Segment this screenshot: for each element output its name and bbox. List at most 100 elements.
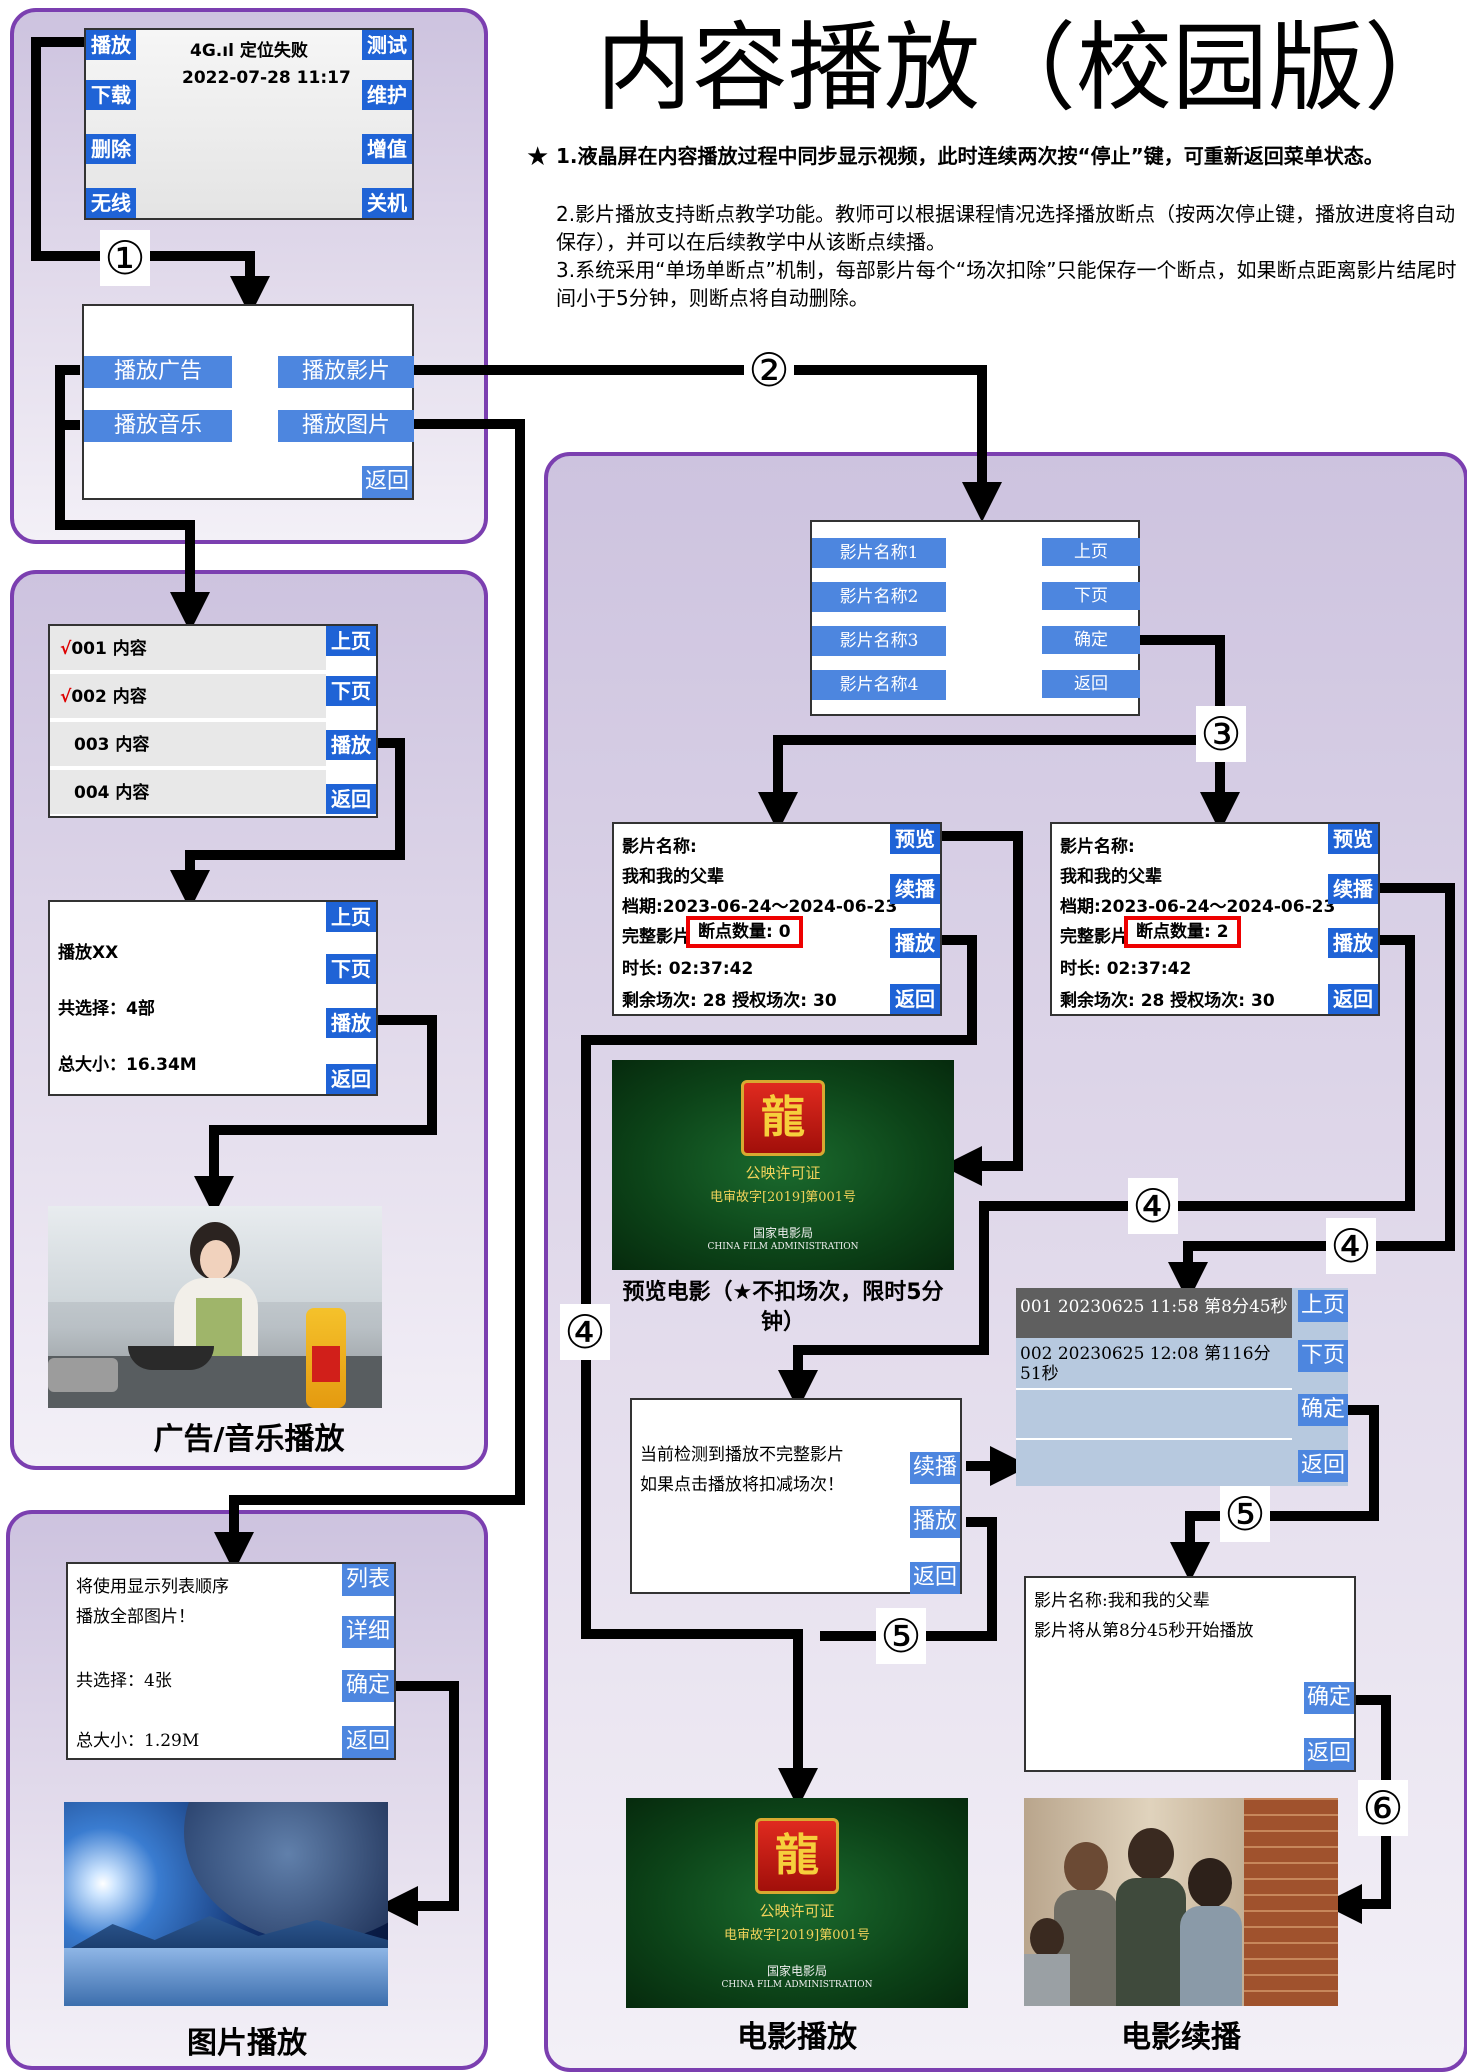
preview-button[interactable]: 预览: [890, 824, 940, 854]
list-item[interactable]: [1016, 1440, 1292, 1486]
arrow-summary-to-ad: [194, 1015, 437, 1216]
step-5b-icon: ⑤: [876, 1608, 926, 1664]
film-detail-left: 影片名称: 我和我的父辈 档期:2023-06-24～2024-06-23 完整…: [612, 822, 942, 1016]
warning-line-2: 如果点击播放将扣减场次！: [640, 1475, 844, 1495]
film-schedule: 档期:2023-06-24～2024-06-23: [1060, 897, 1336, 917]
page-up-button[interactable]: 上页: [1298, 1290, 1348, 1322]
preview-caption: 预览电影（★不扣场次，限时5分钟）: [622, 1280, 944, 1335]
step-4a-icon: ④: [1128, 1178, 1178, 1234]
confirm-button[interactable]: 确定: [1304, 1682, 1354, 1714]
play-type-screen: 播放广告 播放影片 播放音乐 播放图片 返回: [82, 304, 414, 500]
back-button[interactable]: 返回: [1298, 1450, 1348, 1482]
resume-button[interactable]: 续播: [890, 874, 940, 904]
page-up-button[interactable]: 上页: [326, 902, 376, 932]
page-down-button[interactable]: 下页: [326, 954, 376, 984]
arrow-list-to-summary: [170, 738, 405, 910]
play-button[interactable]: 播放: [910, 1506, 960, 1538]
back-button[interactable]: 返回: [910, 1562, 960, 1594]
film-complete: 完整影片: [622, 927, 690, 947]
arrow-right-play: [778, 935, 1415, 1410]
film-sessions: 剩余场次: 28 授权场次: 30: [622, 991, 837, 1011]
play-button[interactable]: 播放: [326, 1008, 376, 1038]
dragon-logo-icon: 龍: [755, 1818, 839, 1894]
film-duration: 时长: 02:37:42: [622, 959, 754, 979]
ad-caption: 广告/音乐播放: [153, 1422, 345, 1457]
film-list-screen: 影片名称1 影片名称2 影片名称3 影片名称4 上页 下页 确定 返回: [810, 520, 1140, 716]
pic-size: 总大小：1.29M: [76, 1731, 200, 1751]
maintain-button[interactable]: 维护: [362, 80, 412, 110]
film-item-3[interactable]: 影片名称3: [812, 626, 946, 656]
play-picture-button[interactable]: 播放图片: [278, 410, 414, 442]
pic-line-1: 将使用显示列表顺序: [76, 1577, 229, 1597]
list-item[interactable]: [1016, 1392, 1292, 1440]
power-off-button[interactable]: 关机: [362, 188, 412, 218]
back-button[interactable]: 返回: [1304, 1738, 1354, 1770]
arrow-to-pic: [214, 419, 525, 1572]
breakpoint-count: 断点数量: 2: [1124, 916, 1241, 948]
play-music-button[interactable]: 播放音乐: [84, 410, 232, 442]
content-list-screen: √001 内容 √002 内容 003 内容 004 内容 上页 下页 播放 返…: [48, 624, 378, 818]
list-item[interactable]: 002 20230625 12:08 第116分51秒: [1016, 1340, 1292, 1390]
confirm-button[interactable]: 确定: [1298, 1394, 1348, 1426]
poster-line-4: CHINA FILM ADMINISTRATION: [707, 1242, 859, 1252]
film-schedule: 档期:2023-06-24～2024-06-23: [622, 897, 898, 917]
play-film-button[interactable]: 播放影片: [278, 356, 414, 388]
delete-button[interactable]: 删除: [86, 134, 136, 164]
play-button[interactable]: 播放: [1328, 928, 1378, 958]
resume-button[interactable]: 续播: [910, 1452, 960, 1484]
value-add-button[interactable]: 增值: [362, 134, 412, 164]
list-item[interactable]: √002 内容: [50, 674, 326, 720]
resume-button[interactable]: 续播: [1328, 874, 1378, 904]
play-button[interactable]: 播放: [326, 730, 376, 760]
film-item-2[interactable]: 影片名称2: [812, 582, 946, 612]
film-name: 我和我的父辈: [622, 867, 724, 887]
breakpoint-list-screen: 001 20230625 11:58 第8分45秒 002 20230625 1…: [1016, 1288, 1348, 1486]
list-item[interactable]: 004 内容: [50, 770, 326, 816]
page-up-button[interactable]: 上页: [326, 626, 376, 656]
page-down-button[interactable]: 下页: [1042, 582, 1140, 610]
poster-line-3: 国家电影局: [752, 1226, 813, 1240]
wireless-button[interactable]: 无线: [86, 188, 136, 218]
back-button[interactable]: 返回: [362, 466, 412, 498]
back-button[interactable]: 返回: [1328, 984, 1378, 1014]
night-sky-image: [64, 1802, 388, 2006]
film-item-4[interactable]: 影片名称4: [812, 670, 946, 700]
step-4b-icon: ④: [1326, 1218, 1376, 1274]
list-item[interactable]: 001 20230625 11:58 第8分45秒: [1016, 1288, 1292, 1338]
page-down-button[interactable]: 下页: [326, 676, 376, 706]
resume-screen: 影片名称:我和我的父辈 影片将从第8分45秒开始播放 确定 返回: [1024, 1576, 1356, 1772]
resume-film-name: 影片名称:我和我的父辈: [1034, 1591, 1210, 1611]
film-name-label: 影片名称:: [622, 837, 697, 857]
poster-line-1: 公映许可证: [745, 1164, 821, 1182]
back-button[interactable]: 返回: [342, 1726, 394, 1758]
back-button[interactable]: 返回: [1042, 670, 1140, 698]
film-item-1[interactable]: 影片名称1: [812, 538, 946, 568]
back-button[interactable]: 返回: [326, 1064, 376, 1094]
summary-count: 共选择：4部: [58, 999, 155, 1019]
confirm-button[interactable]: 确定: [342, 1670, 394, 1702]
note-star: ★: [526, 142, 550, 172]
detail-button[interactable]: 详细: [342, 1616, 394, 1648]
poster-line-2: 电审故字[2019]第001号: [709, 1190, 857, 1205]
back-button[interactable]: 返回: [890, 984, 940, 1014]
page-up-button[interactable]: 上页: [1042, 538, 1140, 566]
preview-button[interactable]: 预览: [1328, 824, 1378, 854]
page-down-button[interactable]: 下页: [1298, 1340, 1348, 1372]
play-ad-button[interactable]: 播放广告: [84, 356, 232, 388]
poster-line-1: 公映许可证: [759, 1902, 835, 1920]
download-button[interactable]: 下载: [86, 80, 136, 110]
confirm-button[interactable]: 确定: [1042, 626, 1140, 654]
film-detail-right: 影片名称: 我和我的父辈 档期:2023-06-24～2024-06-23 完整…: [1050, 822, 1380, 1016]
list-button[interactable]: 列表: [342, 1564, 394, 1596]
play-button[interactable]: 播放: [890, 928, 940, 958]
list-item[interactable]: √001 内容: [50, 626, 326, 672]
play-button[interactable]: 播放: [86, 30, 136, 60]
arrow-bp-confirm: [1170, 1405, 1379, 1582]
list-item[interactable]: 003 内容: [50, 722, 326, 768]
back-button[interactable]: 返回: [326, 784, 376, 814]
test-button[interactable]: 测试: [362, 30, 412, 60]
preview-poster: 龍 公映许可证 电审故字[2019]第001号 国家电影局 CHINA FILM…: [612, 1060, 954, 1270]
page-title: 内容播放（校园版）: [596, 12, 1460, 124]
step-1-icon: ①: [100, 230, 150, 286]
